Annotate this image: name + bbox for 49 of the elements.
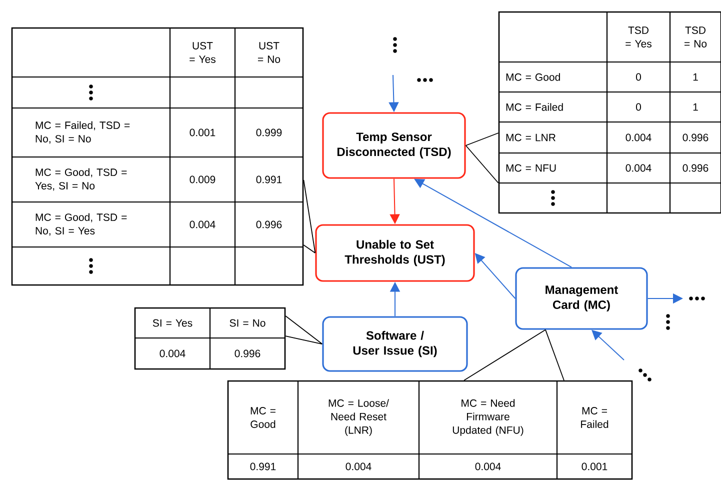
callout-wedge bbox=[285, 316, 323, 344]
table-cell: SI = No bbox=[230, 319, 266, 327]
table-cell: UST = No bbox=[258, 42, 280, 63]
table-cell: TSD = Yes bbox=[626, 26, 652, 48]
table-cell: 0.001 bbox=[190, 128, 216, 136]
table-cell: 0.991 bbox=[250, 462, 276, 470]
table-cell: 0.004 bbox=[160, 350, 186, 358]
table-cell: 0.991 bbox=[256, 176, 282, 184]
state-box: Management Card (MC) bbox=[515, 267, 648, 330]
table-cell: SI = Yes bbox=[152, 319, 192, 327]
probability-table bbox=[227, 380, 633, 480]
table-cell: MC = Good bbox=[250, 407, 276, 428]
table-cell: 0.009 bbox=[190, 176, 216, 184]
table-cell: MC = Good bbox=[506, 73, 560, 81]
table-cell: 0.996 bbox=[682, 164, 708, 172]
table-cell: 0 bbox=[636, 73, 641, 81]
table-cell: MC = Loose/ Need Reset (LNR) bbox=[328, 399, 389, 436]
state-box: Temp Sensor Disconnected (TSD) bbox=[322, 112, 466, 179]
table-cell: 0.004 bbox=[475, 462, 501, 470]
callout-wedge bbox=[465, 132, 499, 184]
table-cell: 1 bbox=[693, 73, 698, 81]
table-cell: TSD = No bbox=[684, 26, 707, 48]
table-cell: MC = Need Firmware Updated (NFU) bbox=[452, 399, 524, 436]
state-box: Software / User Issue (SI) bbox=[322, 316, 468, 372]
table-cell: 0.996 bbox=[234, 350, 260, 358]
callout-wedge bbox=[303, 180, 316, 254]
probability-table bbox=[134, 307, 286, 370]
table-cell: MC = NFU bbox=[506, 164, 556, 172]
table-cell: 1 bbox=[693, 103, 698, 111]
table-cell: MC = Good, TSD = No, SI = Yes bbox=[36, 213, 127, 236]
table-cell: MC = Failed bbox=[581, 407, 608, 428]
table-cell: 0.004 bbox=[346, 462, 372, 470]
table-cell: MC = Failed, TSD = No, SI = No bbox=[36, 121, 130, 144]
table-cell: 0.996 bbox=[256, 220, 282, 228]
table-cell: UST = Yes bbox=[190, 42, 216, 63]
table-cell: MC = LNR bbox=[506, 134, 556, 142]
state-box: Unable to Set Thresholds (UST) bbox=[315, 224, 475, 282]
table-cell: 0.999 bbox=[256, 128, 282, 136]
arrow bbox=[414, 178, 572, 268]
table-cell: 0.004 bbox=[626, 164, 652, 172]
table-cell: MC = Good, TSD = Yes, SI = No bbox=[35, 168, 127, 191]
table-cell: 0.001 bbox=[582, 462, 608, 470]
table-cell: 0.004 bbox=[190, 220, 216, 228]
table-cell: 0.004 bbox=[626, 134, 652, 142]
table-cell: 0.996 bbox=[682, 134, 708, 142]
table-cell: MC = Failed bbox=[506, 103, 563, 111]
probability-table bbox=[11, 27, 304, 286]
probability-table bbox=[498, 11, 721, 214]
table-cell: 0 bbox=[636, 103, 641, 111]
